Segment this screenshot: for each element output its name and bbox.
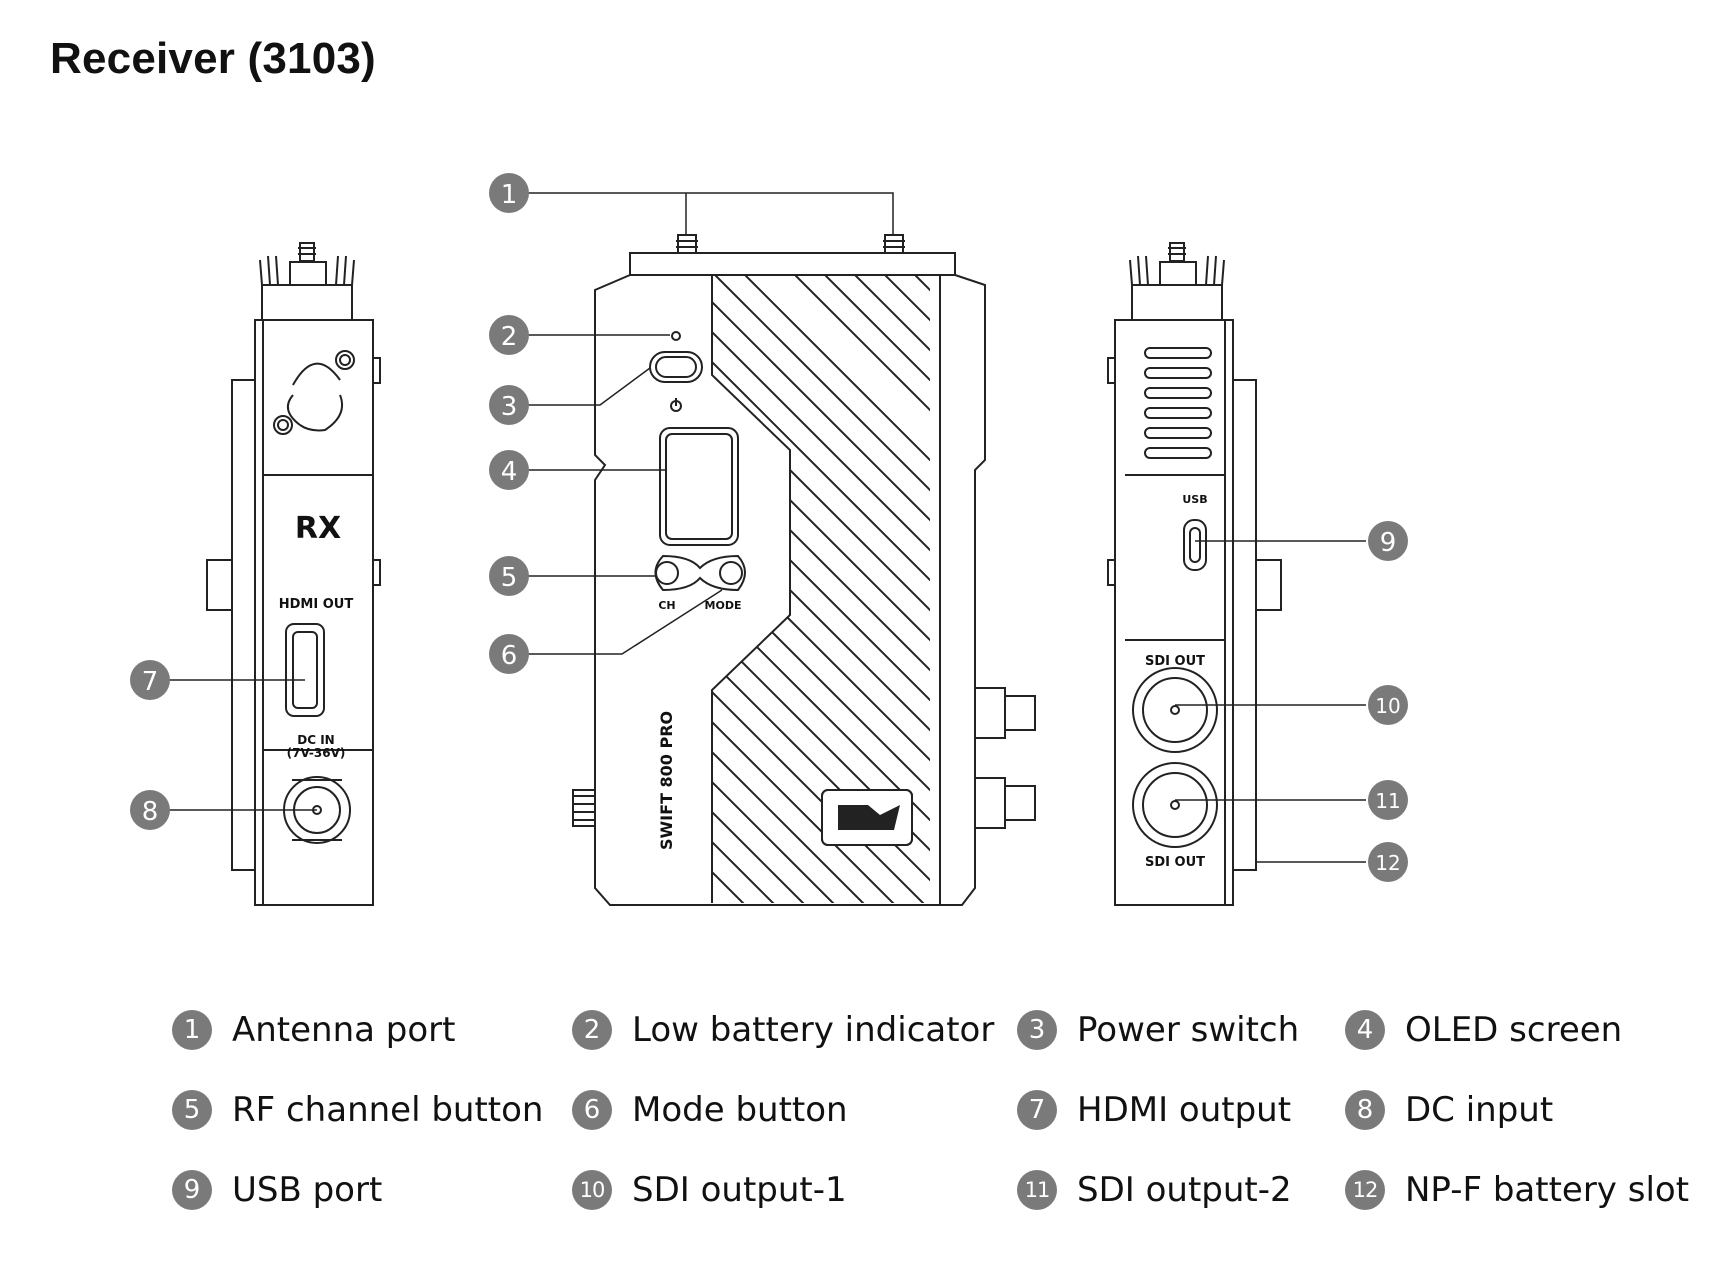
sdi-out-2-label: SDI OUT — [1145, 855, 1205, 870]
svg-text:4: 4 — [501, 457, 518, 487]
svg-text:12: 12 — [1375, 851, 1400, 875]
legend-label: SDI output-1 — [632, 1170, 847, 1210]
svg-text:9: 9 — [1380, 528, 1397, 558]
callout-6: 6 — [489, 634, 529, 674]
legend-label: HDMI output — [1077, 1090, 1292, 1130]
callout-3: 3 — [489, 385, 529, 425]
legend-item-usb-port: 9 USB port — [172, 1170, 382, 1210]
legend-number: 3 — [1017, 1010, 1057, 1050]
legend-label: RF channel button — [232, 1090, 544, 1130]
legend-item-sdi-output-2: 11 SDI output-2 — [1017, 1170, 1292, 1210]
legend-number: 5 — [172, 1090, 212, 1130]
callout-7: 7 — [130, 660, 170, 700]
receiver-diagram: RX HDMI OUT DC IN (7V-36V) — [130, 173, 1408, 906]
legend-item-antenna-port: 1 Antenna port — [172, 1010, 456, 1050]
legend-item-rf-channel-button: 5 RF channel button — [172, 1090, 543, 1130]
callout-9: 9 — [1368, 521, 1408, 561]
legend-item-oled-screen: 4 OLED screen — [1345, 1010, 1622, 1050]
svg-text:10: 10 — [1375, 694, 1400, 718]
legend-number: 4 — [1345, 1010, 1385, 1050]
callout-2: 2 — [489, 315, 529, 355]
page-title: Receiver (3103) — [50, 34, 376, 83]
legend-label: DC input — [1405, 1090, 1554, 1130]
legend-number: 1 — [172, 1010, 212, 1050]
callout-10: 10 — [1368, 685, 1408, 725]
left-side-view — [206, 242, 381, 906]
svg-text:11: 11 — [1375, 789, 1400, 813]
legend-number: 9 — [172, 1170, 212, 1210]
sdi-out-1-label: SDI OUT — [1145, 654, 1205, 669]
svg-text:3: 3 — [501, 392, 518, 422]
right-side-view — [1107, 242, 1282, 906]
callout-1: 1 — [489, 173, 529, 213]
legend-label: USB port — [232, 1170, 383, 1210]
ch-label: CH — [658, 599, 675, 612]
legend-item-low-battery-indicator: 2 Low battery indicator — [572, 1010, 994, 1050]
legend-number: 11 — [1017, 1170, 1057, 1210]
svg-text:5: 5 — [501, 563, 518, 593]
legend-label: Low battery indicator — [632, 1010, 995, 1050]
rx-label: RX — [295, 511, 341, 546]
legend-item-mode-button: 6 Mode button — [572, 1090, 848, 1130]
legend-item-hdmi-output: 7 HDMI output — [1017, 1090, 1291, 1130]
legend-number: 7 — [1017, 1090, 1057, 1130]
legend-number: 2 — [572, 1010, 612, 1050]
hdmi-out-label: HDMI OUT — [279, 597, 354, 612]
legend-item-dc-input: 8 DC input — [1345, 1090, 1553, 1130]
svg-text:2: 2 — [501, 322, 518, 352]
dc-range-label: (7V-36V) — [287, 746, 346, 760]
legend-label: NP-F battery slot — [1405, 1170, 1690, 1210]
callout-8: 8 — [130, 790, 170, 830]
legend-label: Power switch — [1077, 1010, 1300, 1050]
legend-label: OLED screen — [1405, 1010, 1623, 1050]
dc-in-label: DC IN — [297, 733, 334, 747]
legend-item-power-switch: 3 Power switch — [1017, 1010, 1299, 1050]
legend-number: 8 — [1345, 1090, 1385, 1130]
svg-text:7: 7 — [142, 667, 159, 697]
svg-text:8: 8 — [142, 797, 159, 827]
callout-5: 5 — [489, 556, 529, 596]
model-label: SWIFT 800 PRO — [657, 711, 676, 850]
usb-label: USB — [1182, 493, 1207, 506]
mode-label: MODE — [705, 599, 742, 612]
legend-item-sdi-output-1: 10 SDI output-1 — [572, 1170, 847, 1210]
legend-number: 10 — [572, 1170, 612, 1210]
legend-item-np-f-battery-slot: 12 NP-F battery slot — [1345, 1170, 1689, 1210]
legend-number: 12 — [1345, 1170, 1385, 1210]
svg-text:1: 1 — [501, 180, 518, 210]
legend-label: Antenna port — [232, 1010, 456, 1050]
legend-label: SDI output-2 — [1077, 1170, 1292, 1210]
brand-logo — [838, 805, 900, 830]
legend-number: 6 — [572, 1090, 612, 1130]
callout-12: 12 — [1368, 842, 1408, 882]
legend-label: Mode button — [632, 1090, 848, 1130]
callout-11: 11 — [1368, 780, 1408, 820]
svg-text:6: 6 — [501, 641, 518, 671]
callout-4: 4 — [489, 450, 529, 490]
leader-lines — [168, 192, 1366, 863]
